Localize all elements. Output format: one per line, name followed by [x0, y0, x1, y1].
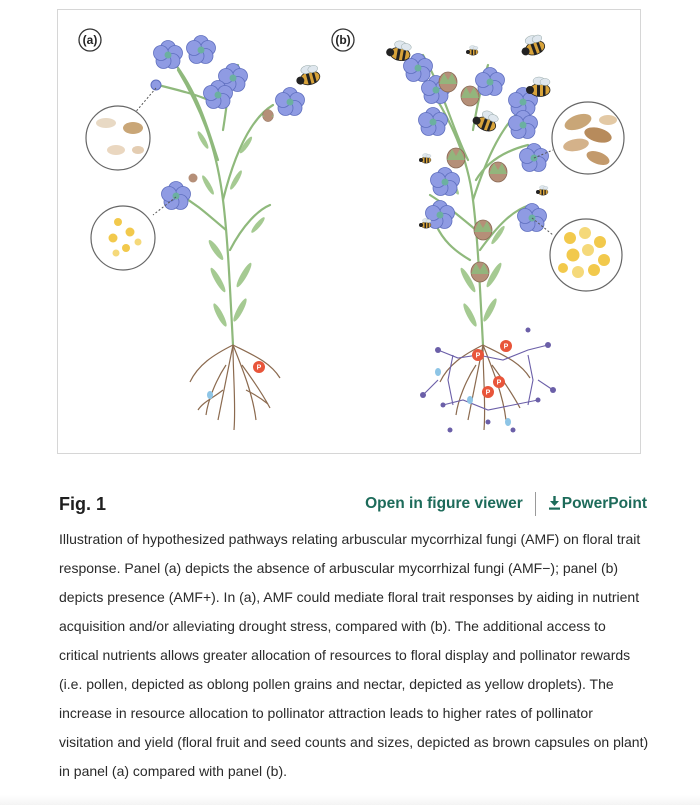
action-divider [535, 492, 536, 516]
plant-amf-absent [151, 36, 305, 431]
svg-text:(a): (a) [83, 33, 98, 47]
figure-actions: Open in figure viewer PowerPoint [365, 491, 647, 517]
caption-line: acquisition and/or alleviating drought s… [59, 618, 606, 634]
figure-caption: Illustration of hypothesized pathways re… [59, 525, 659, 786]
powerpoint-download-link[interactable]: PowerPoint [548, 495, 647, 513]
panel-a-label: (a) [79, 29, 101, 51]
caption-line: depicts presence (AMF+). In (a), AMF cou… [59, 589, 639, 605]
caption-line: in panel (a) compared with panel (b). [59, 763, 287, 779]
figure-header: Fig. 1 Open in figure viewer PowerPoint [59, 491, 647, 519]
caption-line: critical nutrients allows greater alloca… [59, 647, 630, 663]
pollen-callout-b [534, 102, 624, 174]
figure-image[interactable]: P (a) (b) [57, 9, 641, 454]
caption-line: (i.e. pollen, depicted as oblong pollen … [59, 676, 614, 692]
caption-line: Illustration of hypothesized pathways re… [59, 531, 640, 547]
figure-label: Fig. 1 [59, 491, 106, 517]
pollen-callout-a [86, 88, 156, 170]
nectar-callout-b [532, 218, 622, 291]
open-figure-viewer-link[interactable]: Open in figure viewer [365, 495, 523, 513]
panel-b-label: (b) [332, 29, 354, 51]
svg-text:(b): (b) [335, 33, 350, 47]
nectar-callout-a [91, 197, 176, 270]
powerpoint-label: PowerPoint [562, 495, 647, 512]
plant-amf-present [404, 54, 557, 433]
figure-illustration: P (a) (b) [58, 10, 642, 455]
download-icon [548, 495, 561, 510]
caption-line: visitation and yield (floral fruit and s… [59, 734, 648, 750]
page-bottom-edge [0, 795, 700, 805]
caption-line: increase in resource allocation to polli… [59, 705, 593, 721]
caption-line: response. Panel (a) depicts the absence … [59, 560, 618, 576]
